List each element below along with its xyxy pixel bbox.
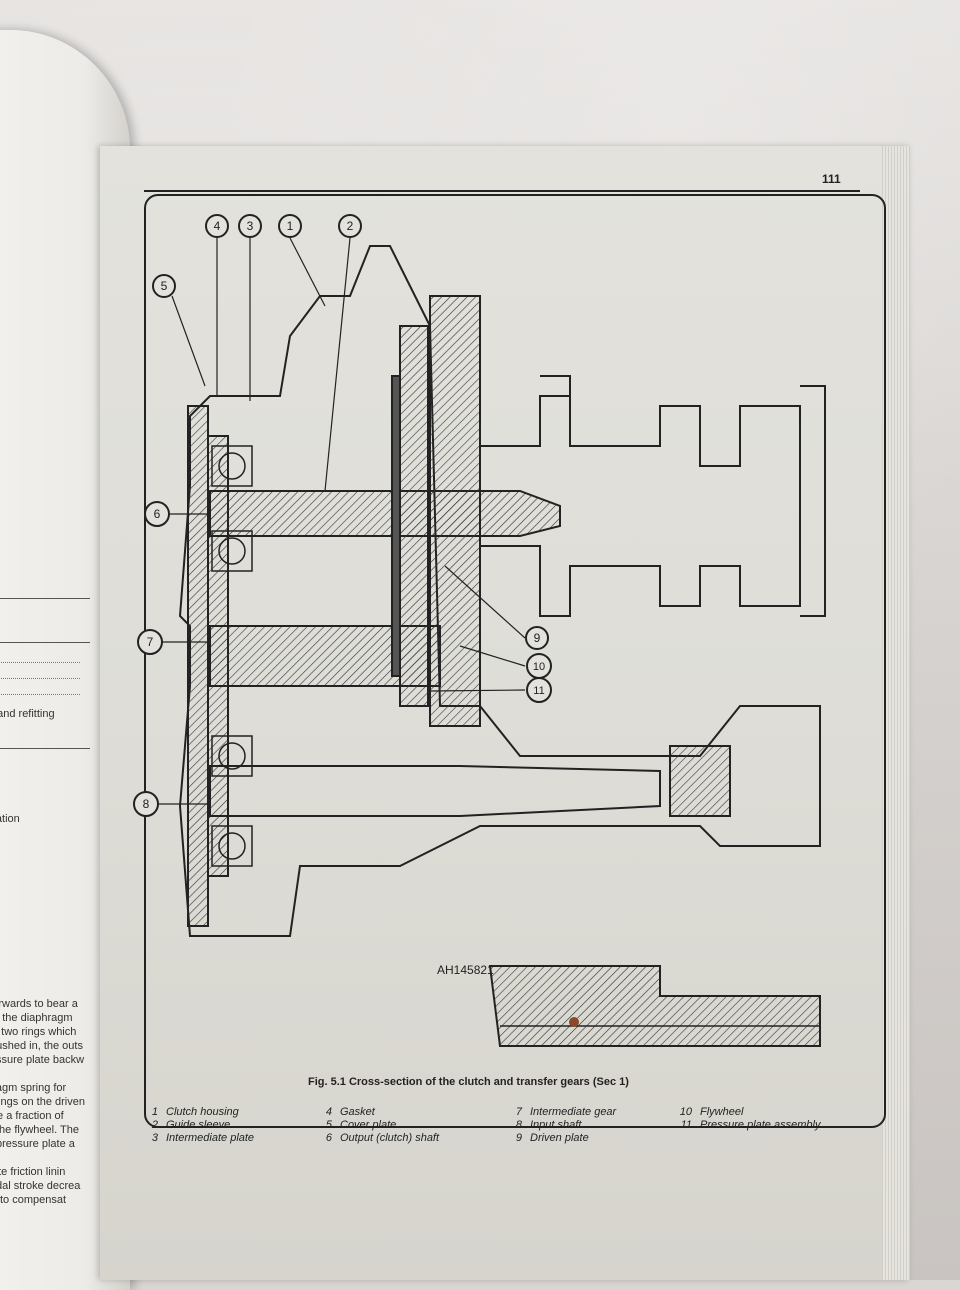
svg-text:5: 5: [161, 279, 168, 293]
cover-plate: [187, 405, 209, 927]
left-text: pressure plate a: [0, 1138, 75, 1150]
lower-casting: [488, 965, 821, 1047]
callout-4: 4: [205, 214, 229, 238]
callout-11: 11: [526, 677, 552, 703]
svg-text:2: 2: [347, 219, 354, 233]
dotted-rule: [0, 694, 80, 695]
flywheel: [429, 295, 481, 727]
left-text: val and refitting: [0, 708, 55, 720]
svg-text:10: 10: [533, 661, 545, 673]
drawing-reference: AH145821: [437, 963, 494, 977]
dotted-rule: [0, 662, 80, 663]
left-text: nings on the driven: [0, 1096, 85, 1108]
driven-plate: [391, 375, 401, 677]
callout-6: 6: [144, 501, 170, 527]
left-text: n two rings which: [0, 1026, 77, 1038]
left-text: the flywheel. The: [0, 1124, 79, 1136]
rule: [0, 598, 90, 599]
left-text: phragm spring for: [0, 1082, 67, 1094]
output-shaft: [209, 490, 561, 537]
callout-2: 2: [338, 214, 362, 238]
page-number: 111: [822, 172, 841, 186]
clutch-housing-outline: [178, 245, 821, 937]
book-page: 111: [100, 146, 910, 1280]
left-text: pushed in, the outs: [0, 1040, 83, 1052]
svg-text:6: 6: [154, 507, 161, 521]
callouts: 4 3 1 2 5 6 7 8 9 10 11: [133, 214, 552, 817]
callout-5: 5: [152, 274, 176, 298]
rule: [0, 748, 90, 749]
svg-text:3: 3: [247, 219, 254, 233]
svg-text:7: 7: [147, 635, 154, 649]
svg-text:9: 9: [534, 631, 541, 645]
left-text: ssure plate backw: [0, 1054, 85, 1066]
pressure-plate: [399, 325, 429, 707]
left-text: to compensat: [0, 1194, 67, 1206]
figure-caption: Fig. 5.1 Cross-section of the clutch and…: [308, 1076, 629, 1088]
header-rule: [144, 190, 860, 192]
page-edge: [882, 146, 910, 1280]
callout-8: 8: [133, 791, 159, 817]
leader-lines: [158, 237, 526, 805]
svg-text:1: 1: [287, 219, 294, 233]
svg-text:4: 4: [214, 219, 221, 233]
svg-text:8: 8: [143, 797, 150, 811]
shaft-bearing: [669, 745, 731, 817]
callout-3: 3: [238, 214, 262, 238]
svg-text:11: 11: [533, 685, 544, 697]
callout-9: 9: [525, 626, 549, 650]
callout-10: 10: [526, 653, 552, 679]
input-shaft: [209, 765, 661, 817]
clutch-cross-section-drawing: 4 3 1 2 5 6 7 8 9 10 11 AH145821: [133, 214, 826, 1047]
dotted-rule: [0, 678, 80, 679]
callout-7: 7: [137, 629, 163, 655]
left-text: g forwards to bear a: [0, 998, 78, 1010]
left-text: dal stroke decrea: [0, 1180, 81, 1192]
rust-stain: [569, 1017, 579, 1027]
left-text: peration: [0, 813, 20, 825]
left-text: ate friction linin: [0, 1166, 66, 1178]
rule: [0, 642, 90, 643]
crankshaft: [479, 375, 826, 617]
callout-1: 1: [278, 214, 302, 238]
bearings: [211, 445, 253, 867]
figure-frame: [144, 194, 886, 1128]
left-text: te a fraction of: [0, 1110, 64, 1122]
left-text: of the diaphragm: [0, 1012, 73, 1024]
